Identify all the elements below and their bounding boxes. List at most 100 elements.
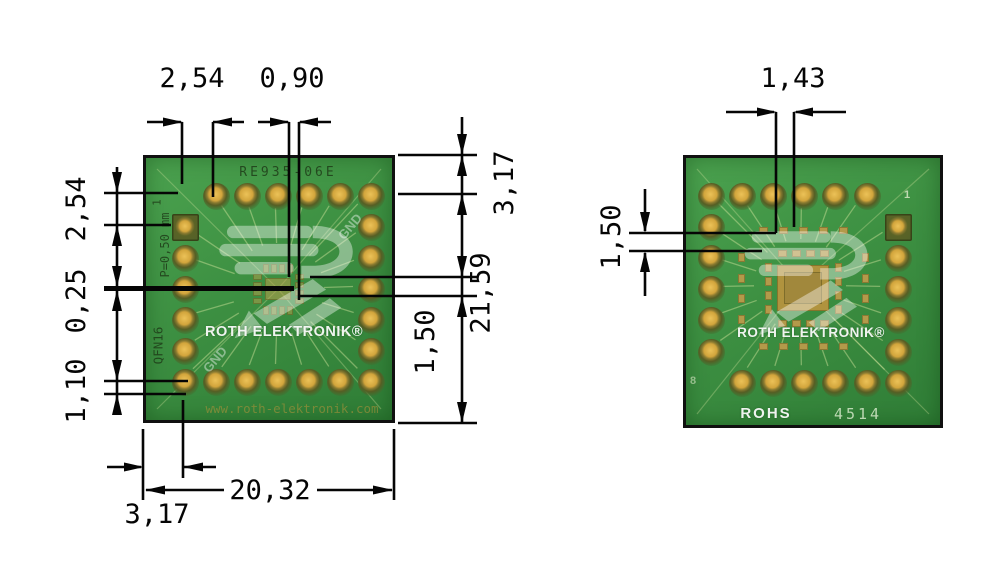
- round-pad: [791, 182, 819, 210]
- dim-top-pitch: 2,54: [159, 63, 225, 94]
- smd-pad: [279, 305, 285, 315]
- round-pad: [357, 213, 385, 241]
- dim-right-board-top-pad: 1,43: [760, 63, 826, 94]
- url-text: www.roth-elektronik.com: [205, 401, 379, 416]
- round-pad: [357, 368, 385, 396]
- smd-pad: [838, 342, 848, 350]
- round-pad: [697, 338, 725, 366]
- dim-left-pitch: 2,54: [61, 176, 92, 242]
- copper-traces: [696, 168, 930, 415]
- round-pad: [295, 182, 323, 210]
- round-pad: [233, 182, 261, 210]
- dim-top-pad: 0,90: [259, 63, 325, 94]
- smd-pad: [287, 263, 293, 273]
- round-pad: [202, 182, 230, 210]
- smd-pad: [834, 304, 842, 314]
- dim-left-trace: 0,25: [61, 268, 92, 334]
- smd-pad: [777, 319, 787, 327]
- round-pad: [357, 337, 385, 365]
- round-pad: [697, 307, 725, 335]
- round-pad: [728, 182, 756, 210]
- smd-pad: [784, 272, 822, 304]
- smd-pad: [294, 274, 304, 280]
- smd-pad: [798, 226, 808, 234]
- smd-pad: [265, 278, 291, 300]
- round-pad: [884, 338, 912, 366]
- round-pad: [295, 368, 323, 396]
- round-pad: [357, 182, 385, 210]
- roth-elektronik-logo-watermark: [732, 226, 882, 340]
- smd-pad: [252, 298, 262, 304]
- smd-pad: [758, 226, 768, 234]
- round-pad: [264, 182, 292, 210]
- smd-pad: [294, 298, 304, 304]
- smd-pad: [834, 262, 842, 272]
- round-pad: [171, 368, 199, 396]
- part-number: RE935-06E: [239, 165, 337, 180]
- dim-right-height: 21,59: [465, 252, 497, 334]
- round-pad: [171, 306, 199, 334]
- package-label: QFN16: [150, 326, 166, 365]
- smd-pad: [819, 319, 829, 327]
- smd-pad: [764, 290, 772, 300]
- smd-pad: [294, 282, 304, 288]
- round-pad: [357, 244, 385, 272]
- round-pad: [697, 276, 725, 304]
- round-pad: [884, 369, 912, 397]
- round-pad: [697, 213, 725, 241]
- round-pad: [326, 182, 354, 210]
- dim-bottom-edge-offset: 3,17: [124, 499, 190, 530]
- smd-pad: [834, 276, 842, 286]
- round-pad: [884, 276, 912, 304]
- pin8-marker: 8: [689, 375, 697, 387]
- smd-pad: [252, 282, 262, 288]
- round-pad: [171, 275, 199, 303]
- pcb-front-view: RE935-06E 1 P=0,50 mm QFN16 GND GND ROTH…: [143, 155, 395, 423]
- smd-pad: [805, 319, 815, 327]
- dim-right-inner: 1,50: [410, 309, 441, 375]
- round-pad: [884, 244, 912, 272]
- pcb-back-view: 1 8 ROTH ELEKTRONIK® ROHS 4514: [683, 155, 943, 428]
- pin1-square-pad: [171, 213, 199, 241]
- date-code: 4514: [833, 405, 883, 423]
- rohs-label: ROHS: [740, 405, 792, 422]
- smd-pad: [271, 263, 277, 273]
- smd-pad: [778, 342, 788, 350]
- dim-left-hole: 1,10: [61, 358, 92, 424]
- round-pad: [326, 368, 354, 396]
- brand-text: ROTH ELEKTRONIK®: [204, 324, 364, 340]
- smd-pad: [838, 226, 848, 234]
- pin1-square-pad: [884, 213, 912, 241]
- smd-pad: [861, 273, 869, 283]
- round-pad: [759, 369, 787, 397]
- smd-pad: [737, 293, 745, 303]
- smd-pad: [861, 314, 869, 324]
- round-pad: [697, 244, 725, 272]
- round-pad: [853, 369, 881, 397]
- smd-pad: [805, 249, 815, 257]
- smd-pad: [287, 305, 293, 315]
- pin1-marker: 1: [903, 189, 911, 201]
- round-pad: [171, 337, 199, 365]
- gnd-label-top: GND: [334, 210, 366, 243]
- smd-pad: [263, 305, 269, 315]
- round-pad: [202, 368, 230, 396]
- smd-pad: [861, 293, 869, 303]
- smd-pad: [777, 249, 787, 257]
- smd-pad: [263, 263, 269, 273]
- round-pad: [791, 369, 819, 397]
- smd-pad: [764, 276, 772, 286]
- dim-right-board-left-pad: 1,50: [596, 204, 627, 270]
- smd-pad: [834, 290, 842, 300]
- smd-pad: [791, 249, 801, 257]
- round-pad: [822, 369, 850, 397]
- roth-elektronik-logo-watermark: [206, 220, 368, 344]
- smd-pad: [778, 226, 788, 234]
- smd-pad: [271, 305, 277, 315]
- pin1-marker: 1: [150, 199, 164, 206]
- smd-pad: [252, 290, 262, 296]
- smd-pad: [777, 265, 829, 311]
- gnd-label-bottom: GND: [199, 343, 231, 376]
- pitch-label: P=0,50 mm: [158, 212, 172, 278]
